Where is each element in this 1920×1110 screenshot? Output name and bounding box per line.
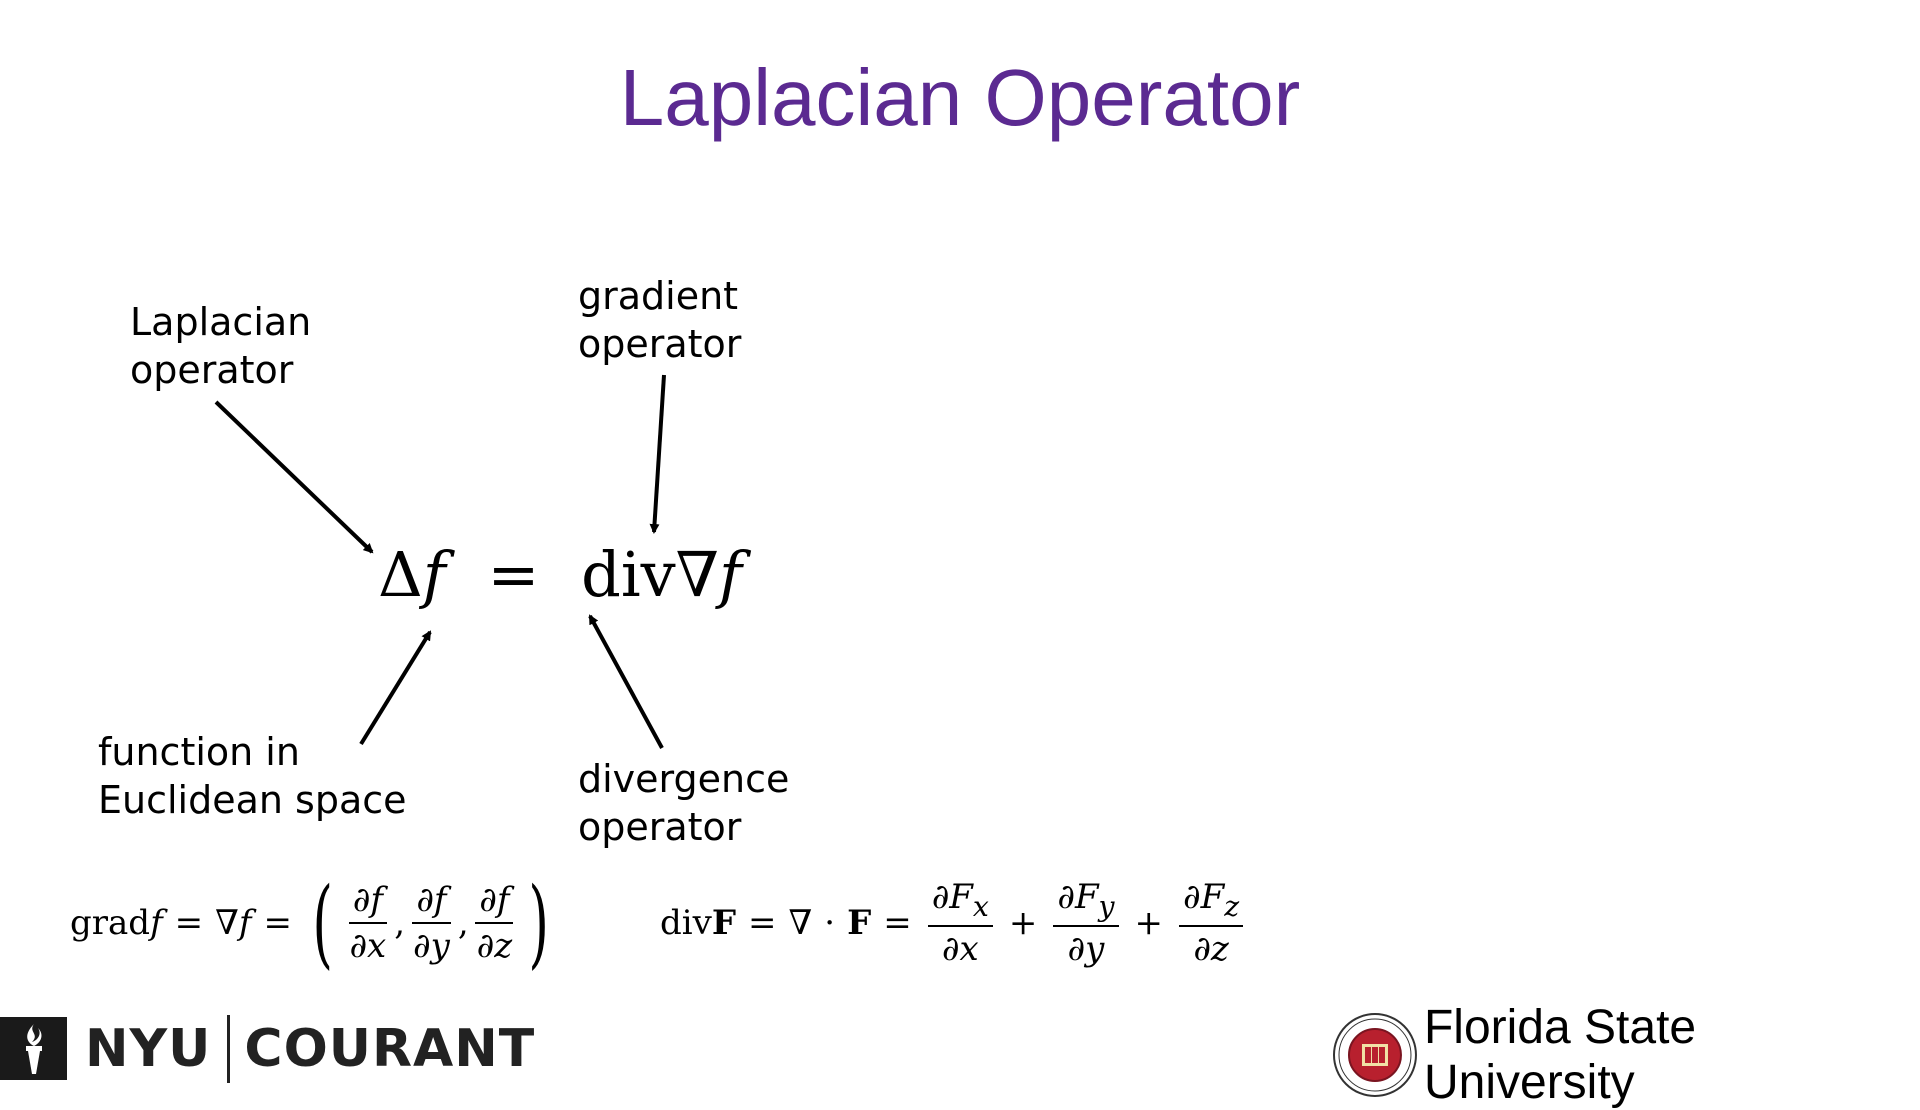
arrow-laplacian — [214, 400, 374, 554]
fsu-seal-icon — [1332, 1013, 1417, 1097]
dot-operator: · — [824, 903, 836, 943]
fraction: ∂f∂x — [348, 880, 387, 966]
equals-sign: = — [883, 903, 912, 943]
label-line: Euclidean space — [98, 778, 407, 822]
equals-sign: = — [487, 538, 540, 611]
comma: , — [457, 903, 469, 943]
nabla-symbol: ∇ — [215, 903, 239, 943]
torch-icon — [0, 1017, 67, 1080]
grad-text: grad — [70, 903, 151, 943]
comma: , — [394, 903, 406, 943]
label-line: operator — [578, 322, 742, 366]
label-line: function in — [98, 730, 300, 774]
equals-sign: = — [263, 903, 293, 943]
label-divergence-operator: divergence operator — [578, 755, 789, 851]
arrow-function — [359, 630, 432, 746]
slide-title: Laplacian Operator — [619, 53, 1301, 142]
nyu-courant-logo: NYU COURANT — [0, 1014, 536, 1083]
vector-F: F — [711, 903, 736, 943]
nabla-symbol: ∇ — [788, 903, 813, 943]
open-paren: ( — [312, 867, 334, 979]
plus-sign: + — [1134, 903, 1164, 943]
div-text: div — [581, 538, 676, 611]
nabla-symbol: ∇ — [675, 538, 719, 611]
courant-wordmark: COURANT — [244, 1018, 536, 1079]
fraction: ∂f∂z — [475, 880, 514, 966]
equals-sign: = — [174, 903, 204, 943]
label-line: operator — [130, 348, 294, 392]
div-text: div — [660, 903, 712, 943]
function-f: f — [718, 538, 742, 611]
vector-F: F — [847, 903, 872, 943]
delta-symbol: Δ — [378, 538, 423, 611]
fraction: ∂Fz∂z — [1179, 877, 1244, 969]
plus-sign: + — [1008, 903, 1038, 943]
close-paren: ) — [528, 867, 550, 979]
arrow-divergence — [588, 614, 664, 749]
logo-divider — [227, 1014, 231, 1083]
label-line: Laplacian — [130, 300, 312, 344]
fraction: ∂f∂y — [412, 880, 451, 966]
label-line: operator — [578, 805, 742, 849]
fraction: ∂Fy∂y — [1053, 877, 1119, 969]
equals-sign: = — [748, 903, 777, 943]
label-function-euclidean: function in Euclidean space — [98, 728, 407, 824]
function-f: f — [422, 538, 446, 611]
label-laplacian-operator: Laplacian operator — [130, 298, 311, 394]
fraction: ∂Fx∂x — [927, 877, 993, 969]
arrow-gradient — [649, 374, 666, 534]
nyu-wordmark: NYU — [85, 1018, 212, 1079]
fsu-wordmark: Florida State University — [1423, 1001, 1697, 1109]
label-line: gradient — [578, 274, 739, 318]
annotation-arrows — [214, 374, 666, 749]
function-f: f — [150, 903, 163, 943]
label-line: divergence — [578, 757, 790, 801]
laplacian-equation: Δf = div∇f — [378, 535, 742, 615]
function-f: f — [238, 903, 252, 943]
label-gradient-operator: gradient operator — [578, 272, 741, 368]
fsu-logo: Florida State University — [1332, 1000, 1920, 1110]
